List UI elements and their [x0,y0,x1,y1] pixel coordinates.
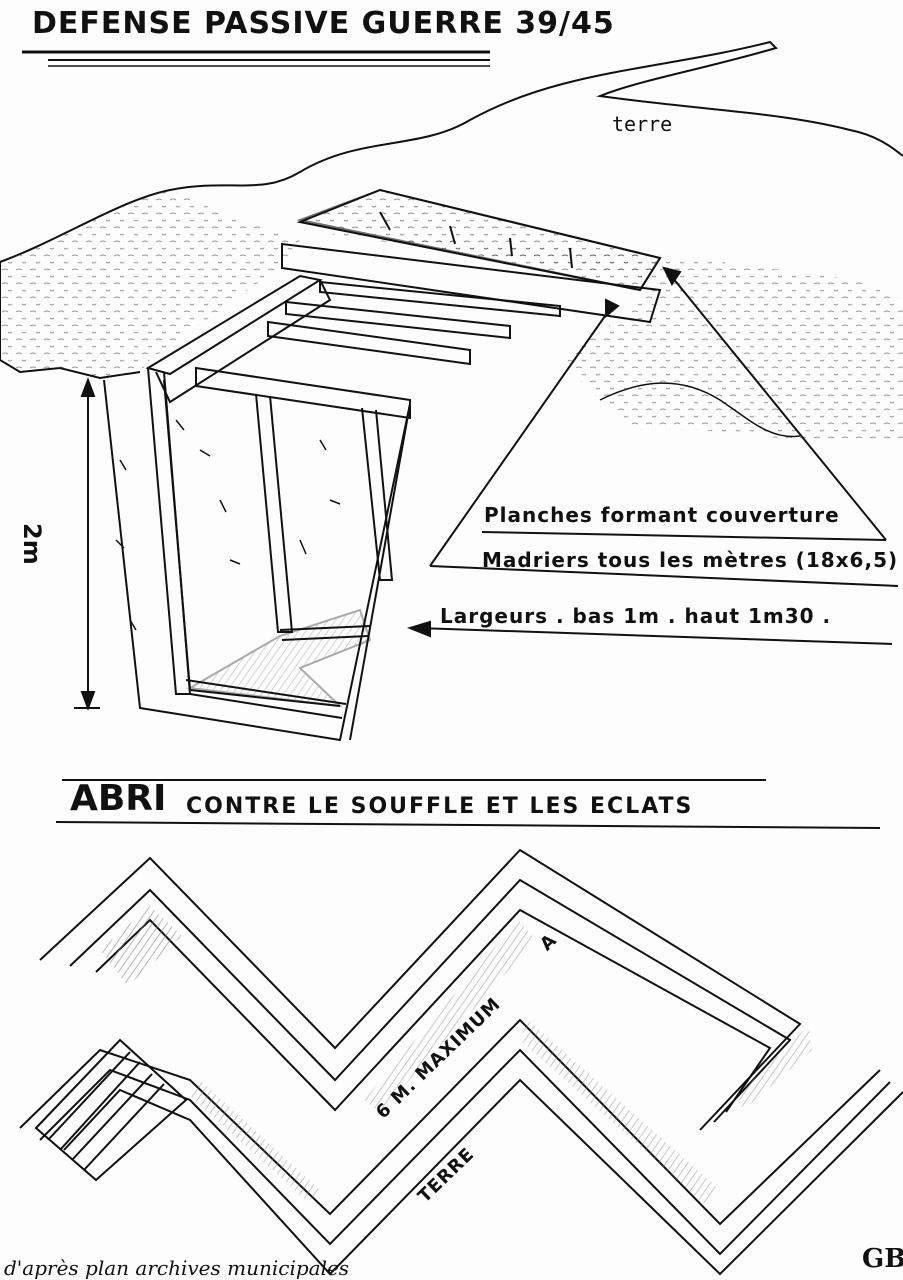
artist-signature: GB [862,1244,903,1274]
earth-label: terre [612,112,673,136]
earth-mound [0,40,903,440]
callout-leaders [406,266,899,645]
section-heading: ABRI [70,778,167,819]
planks-label: Planches formant couverture [484,503,840,527]
section-subtitle: CONTRE LE SOUFFLE ET LES ECLATS [186,794,694,819]
page-title: DEFENSE PASSIVE GUERRE 39/45 [32,6,615,41]
title-underlines [22,50,490,67]
widths-label: Largeurs . bas 1m . haut 1m30 . [440,604,832,628]
footer-note: d'après plan archives municipales [4,1256,350,1280]
height-dimension [74,377,100,711]
beams-label: Madriers tous les mètres (18x6,5) [482,548,899,572]
section-rules [55,779,881,829]
zigzag-plan [19,848,903,1276]
height-label: 2m [18,523,46,565]
trench-shelter [103,188,662,742]
